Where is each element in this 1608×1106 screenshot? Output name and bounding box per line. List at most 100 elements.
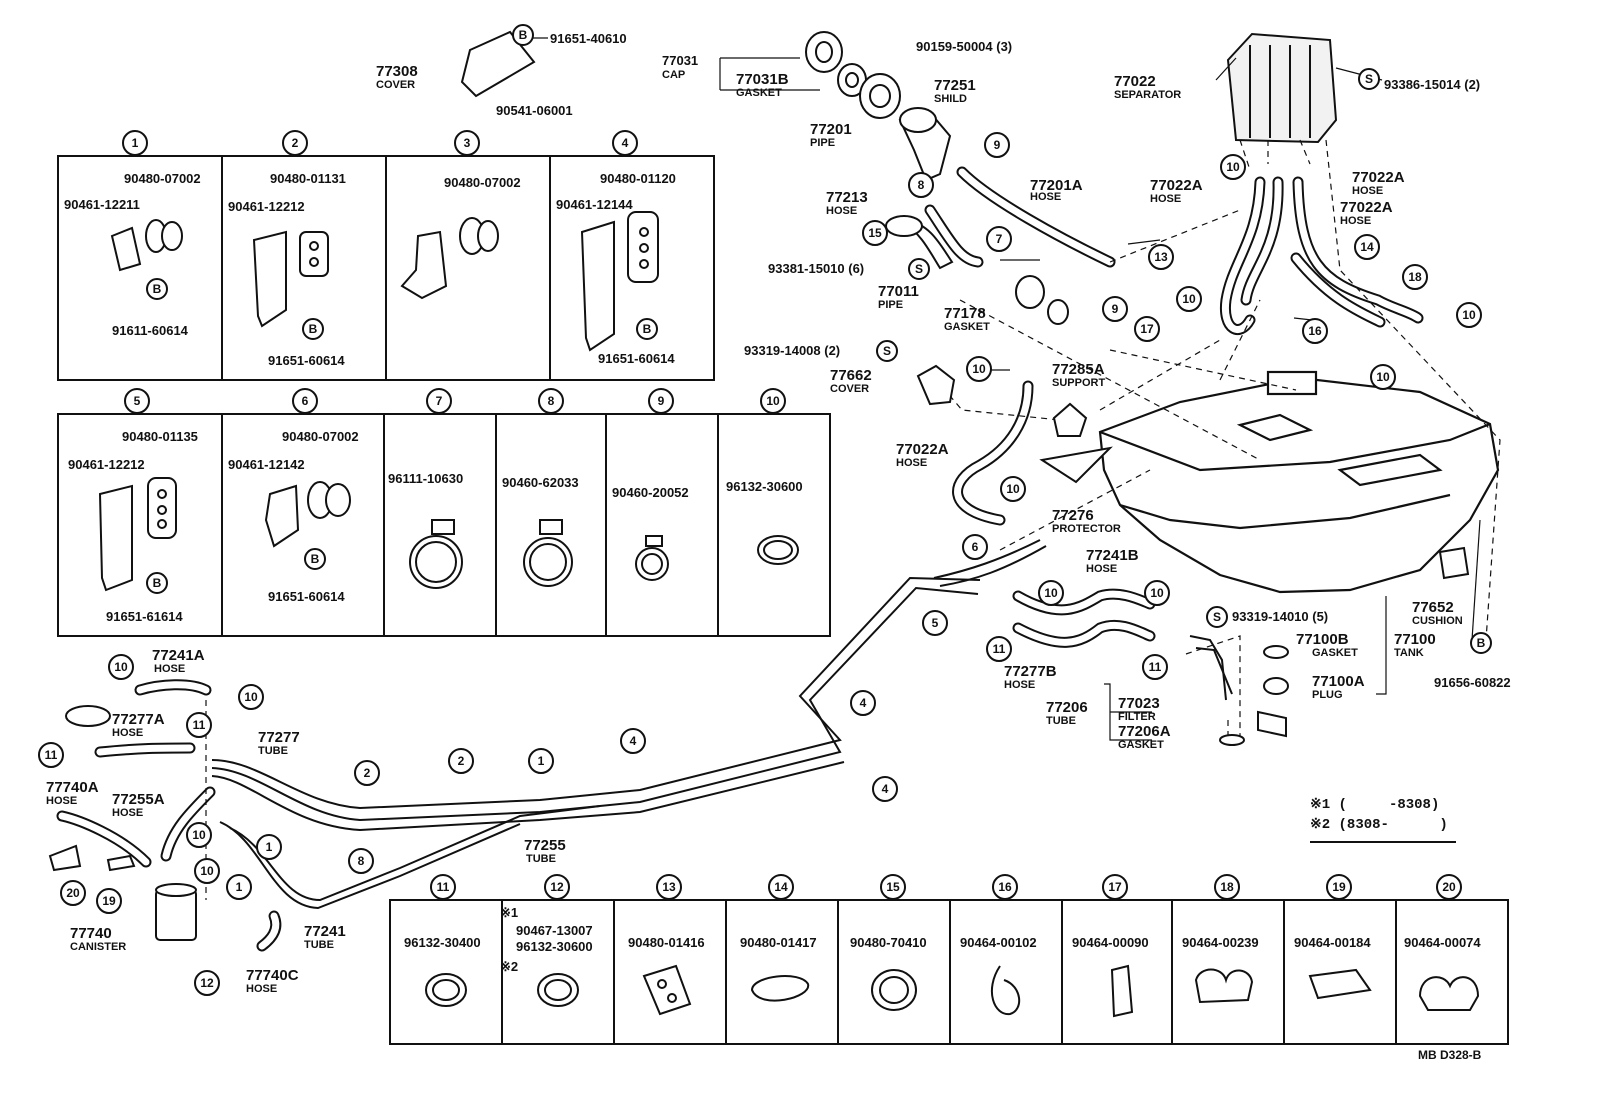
- screw-marker-s-pipe: S: [908, 258, 930, 280]
- callout-8: 8: [538, 388, 564, 414]
- box14-part: 90480-01417: [740, 935, 817, 950]
- callout-2-line: 2: [448, 748, 474, 774]
- callout-10-cover: 10: [966, 356, 992, 382]
- callout-10-sep: 10: [1220, 154, 1246, 180]
- box5-part-c: 91651-61614: [106, 609, 183, 624]
- callout-9-filler: 9: [984, 132, 1010, 158]
- label-cover-77662: COVER: [830, 383, 870, 395]
- part-93386-15014: 93386-15014 (2): [1384, 77, 1481, 92]
- callout-4-line2: 4: [620, 728, 646, 754]
- part-77022a-low: 77022A: [896, 441, 949, 458]
- label-tube-77241: TUBE: [304, 939, 334, 951]
- callout-7: 7: [426, 388, 452, 414]
- callout-4: 4: [612, 130, 638, 156]
- part-77100a: 77100A: [1312, 673, 1365, 690]
- box4-part-b: 90461-12144: [556, 197, 633, 212]
- bolt-marker-b-tank: B: [1470, 632, 1492, 654]
- bolt-marker-b-1: B: [146, 278, 168, 300]
- callout-10-prot: 10: [1000, 476, 1026, 502]
- callout-13-sep: 13: [1148, 244, 1174, 270]
- label-gasket-77206a: GASKET: [1118, 739, 1164, 751]
- part-77277: 77277: [258, 729, 300, 746]
- callout-10-255a-2: 10: [194, 858, 220, 884]
- callout-1: 1: [122, 130, 148, 156]
- part-77011: 77011: [878, 283, 919, 300]
- callout-4-line3: 4: [872, 776, 898, 802]
- callout-17-sep: 17: [1134, 316, 1160, 342]
- callout-10-255a: 10: [186, 822, 212, 848]
- box4-part-a: 90480-01120: [600, 171, 676, 186]
- box8-part: 90460-62033: [502, 475, 579, 490]
- label-shild: SHILD: [934, 93, 967, 105]
- part-93319-14008: 93319-14008 (2): [744, 343, 841, 358]
- box12-part2: 96132-30600: [516, 939, 593, 954]
- label-hose-77255a: HOSE: [112, 807, 144, 819]
- part-77255a: 77255A: [112, 791, 165, 808]
- callout-7-filler: 7: [986, 226, 1012, 252]
- part-77308: 77308: [376, 63, 418, 80]
- box15-part: 90480-70410: [850, 935, 927, 950]
- part-77241a: 77241A: [152, 647, 205, 664]
- callout-8-line: 8: [348, 848, 374, 874]
- part-77213: 77213: [826, 189, 868, 206]
- callout-11-277b: 11: [986, 636, 1012, 662]
- bolt-marker-b-4: B: [636, 318, 658, 340]
- part-77201: 77201: [810, 121, 852, 138]
- box5-part-b: 90461-12212: [68, 457, 145, 472]
- callout-16: 16: [992, 874, 1018, 900]
- box12-mark2: ※2: [500, 959, 519, 974]
- label-hose-77022a-right2: HOSE: [1340, 215, 1372, 227]
- part-77031b: 77031B: [736, 71, 789, 88]
- part-77255: 77255: [524, 837, 566, 854]
- label-hose-77277b: HOSE: [1004, 679, 1036, 691]
- label-hose-77201a: HOSE: [1030, 191, 1062, 203]
- box13-part: 90480-01416: [628, 935, 705, 950]
- part-77022a-right: 77022A: [1352, 169, 1405, 186]
- box5-part-a: 90480-01135: [122, 429, 198, 444]
- part-77023: 77023: [1118, 695, 1160, 712]
- label-filter: FILTER: [1118, 711, 1156, 723]
- bolt-marker-b: B: [512, 24, 534, 46]
- callout-1-line: 1: [528, 748, 554, 774]
- callout-15: 15: [880, 874, 906, 900]
- bolt-marker-b-6: B: [304, 548, 326, 570]
- box7-part: 96111-10630: [388, 471, 464, 486]
- callout-17: 17: [1102, 874, 1128, 900]
- callout-16-sep: 16: [1302, 318, 1328, 344]
- label-tube-77206: TUBE: [1046, 715, 1076, 727]
- part-91651-40610: 91651-40610: [550, 31, 627, 46]
- part-77285a: 77285A: [1052, 361, 1105, 378]
- part-90541-06001: 90541-06001: [496, 103, 573, 118]
- box2-part-c: 91651-60614: [268, 353, 345, 368]
- part-77206a: 77206A: [1118, 723, 1171, 740]
- callout-4-line: 4: [850, 690, 876, 716]
- screw-marker-s-tank: S: [1206, 606, 1228, 628]
- box1-part-b: 90461-12211: [64, 197, 140, 212]
- part-77740c: 77740C: [246, 967, 299, 984]
- box3-part-a: 90480-07002: [444, 175, 521, 190]
- screw-marker-s-cover: S: [876, 340, 898, 362]
- callout-10-241b: 10: [1038, 580, 1064, 606]
- label-tank: TANK: [1394, 647, 1424, 659]
- part-77251: 77251: [934, 77, 976, 94]
- box1-part-a: 90480-07002: [124, 171, 201, 186]
- screw-marker-s-sep: S: [1358, 68, 1380, 90]
- callout-1-line3: 1: [226, 874, 252, 900]
- callout-2: 2: [282, 130, 308, 156]
- callout-8-filler: 8: [908, 172, 934, 198]
- label-plug: PLUG: [1312, 689, 1343, 701]
- footnote-1: ※1 ( -8308): [1310, 797, 1440, 813]
- callout-10-241b-2: 10: [1144, 580, 1170, 606]
- part-77740: 77740: [70, 925, 112, 942]
- label-pipe: PIPE: [810, 137, 836, 149]
- box1-part-c: 91611-60614: [112, 323, 188, 338]
- part-93319-14010: 93319-14010 (5): [1232, 609, 1329, 624]
- callout-13: 13: [656, 874, 682, 900]
- label-tube-77277: TUBE: [258, 745, 288, 757]
- bolt-marker-b-2: B: [302, 318, 324, 340]
- callout-11: 11: [430, 874, 456, 900]
- part-77652: 77652: [1412, 599, 1454, 616]
- callout-10-241a: 10: [108, 654, 134, 680]
- part-91656-60822: 91656-60822: [1434, 675, 1511, 690]
- label-tube-77255: TUBE: [526, 853, 556, 865]
